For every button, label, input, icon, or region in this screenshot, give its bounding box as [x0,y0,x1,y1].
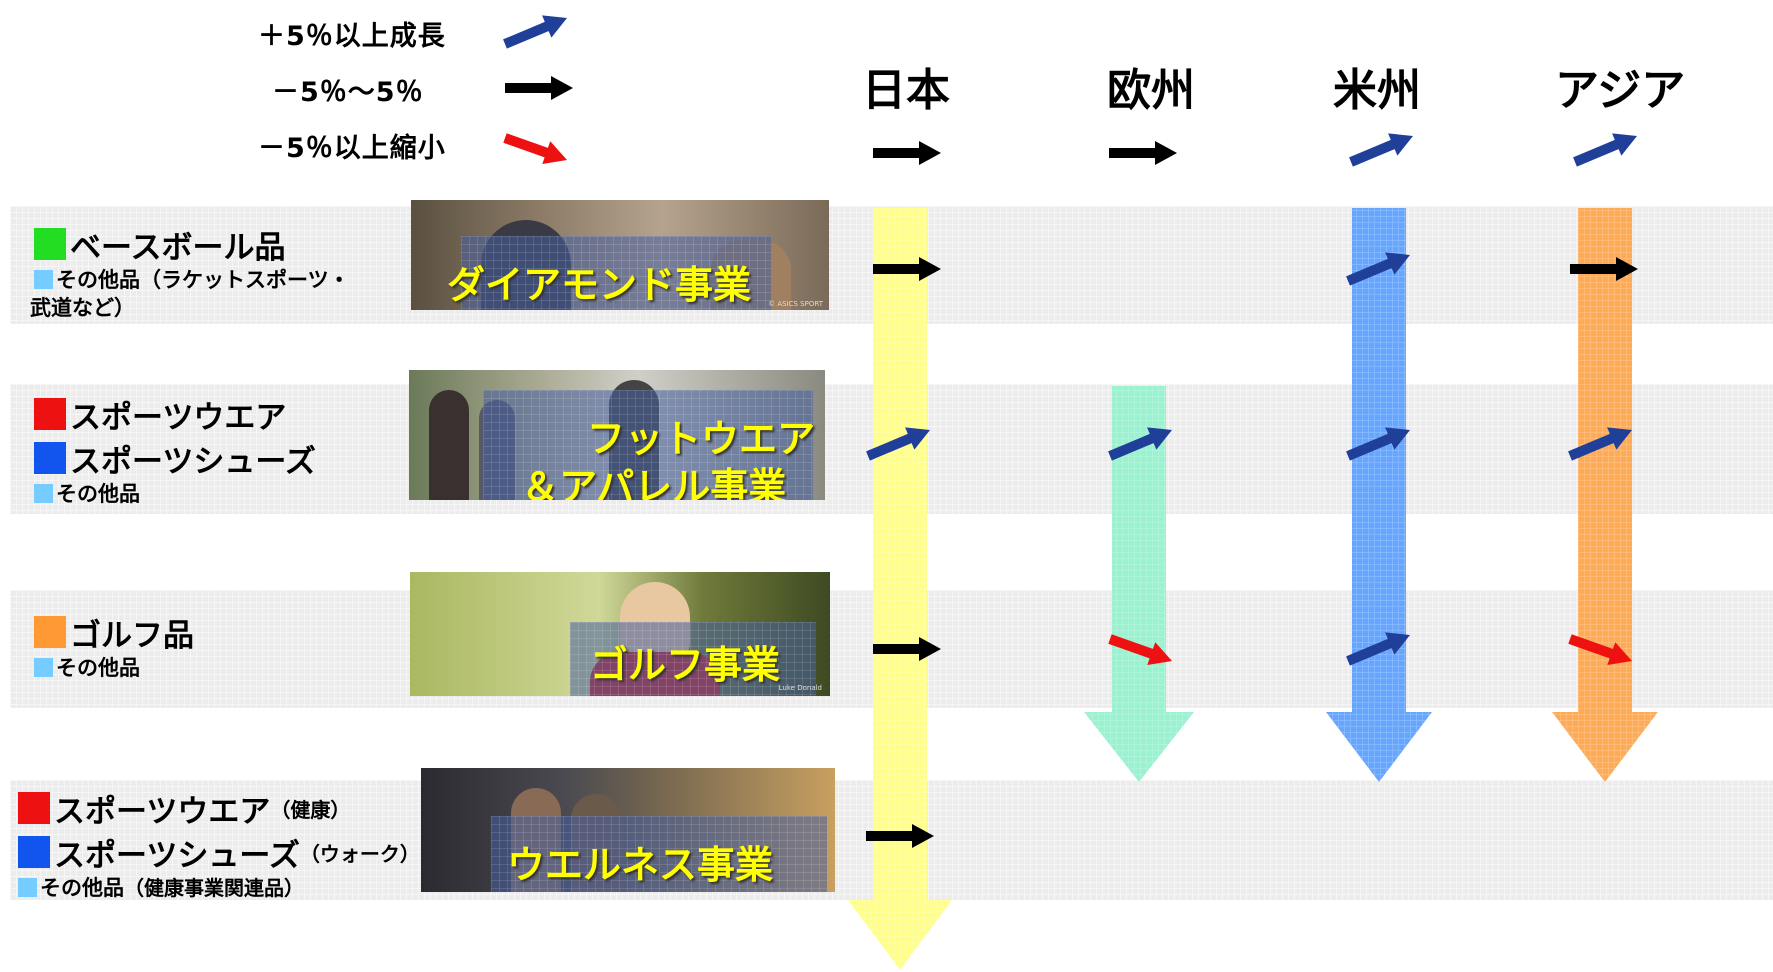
category-item-note: （ウォーク） [299,841,420,866]
trend-arrow-americas [1346,252,1410,286]
color-swatch [18,836,50,868]
region-header-americas: 米州 [1333,65,1421,116]
color-swatch [34,658,53,677]
business-label-diamond: ダイアモンド事業 [447,263,752,307]
category-item-other: その他品 [40,876,124,900]
region-trend-arrow-europe [1109,141,1177,165]
color-swatch [34,398,66,430]
category-diamond-cont: 武道など） [30,294,135,322]
trend-arrow-americas [1346,632,1410,666]
trend-arrow-americas [1346,427,1410,461]
category-footwear: スポーツウエア スポーツシューズ その他品 [34,392,316,508]
category-golf: ゴルフ品 その他品 [34,610,194,682]
trend-arrow-japan [873,637,941,661]
photo-figure [429,390,469,500]
category-item-note: （健康） [270,797,351,822]
trend-arrow-asia [1570,257,1638,281]
region-header-japan: 日本 [862,65,950,116]
region-arrow-japan [848,208,952,970]
photo-caption: Luke Donald [778,684,822,692]
category-item-sportswear: スポーツウエア [54,793,271,830]
legend-growth-label: ＋5％以上成長 [258,21,446,52]
trend-arrow-asia [1568,427,1632,461]
region-arrow-asia [1552,208,1658,782]
color-swatch [34,442,66,474]
category-item-sportsshoes: スポーツシューズ [70,443,316,480]
legend-decline-label: －5％以上縮小 [258,133,446,164]
category-item-sportswear: スポーツウエア [70,399,287,436]
photo-footwear: フットウエア ＆アパレル事業 [409,370,825,500]
business-label-footwear-line1: フットウエア [587,417,816,461]
photo-overlay [491,816,827,892]
category-item-other-cont: 武道など） [30,296,135,320]
region-header-europe: 欧州 [1107,65,1195,116]
color-swatch [18,878,37,897]
category-item-golf: ゴルフ品 [70,617,194,654]
photo-overlay [570,622,816,696]
region-header-asia: アジア [1555,65,1686,116]
color-swatch [34,484,53,503]
trend-arrow-japan [866,427,930,461]
category-wellness: スポーツウエア（健康） スポーツシューズ（ウォーク） その他品（健康事業関連品） [18,786,420,902]
color-swatch [34,270,53,289]
color-swatch [18,792,50,824]
region-arrow-americas [1326,208,1432,782]
trend-arrow-asia [1568,634,1632,665]
category-diamond: ベースボール品 その他品（ラケットスポーツ・ [34,222,350,294]
legend-arrow-growth [503,15,567,49]
photo-overlay [461,236,771,310]
business-label-footwear-line2: ＆アパレル事業 [521,465,787,500]
region-trend-arrow-americas [1349,133,1413,167]
category-item-other: その他品（ラケットスポーツ・ [56,268,350,292]
photo-golf: ゴルフ事業 Luke Donald [410,572,830,696]
region-trend-arrow-asia [1573,133,1637,167]
region-trend-arrow-japan [873,141,941,165]
color-swatch [34,616,66,648]
legend-flat-label: －5％～5％ [272,77,424,108]
trend-arrow-japan [873,257,941,281]
category-item-note: （健康事業関連品） [124,876,304,900]
photo-caption: © ASICS SPORT [768,300,823,308]
category-item-other: その他品 [56,656,140,680]
trend-arrow-europe [1108,634,1172,665]
trend-arrow-japan [866,824,934,848]
photo-overlay [483,390,813,500]
color-swatch [34,228,66,260]
category-item-other: その他品 [56,482,140,506]
trend-arrow-europe [1108,427,1172,461]
legend-arrow-decline [503,133,567,164]
photo-diamond: ダイアモンド事業 © ASICS SPORT [411,200,829,310]
business-label-golf: ゴルフ事業 [590,643,781,687]
legend-arrow-flat [505,76,573,100]
business-label-wellness: ウエルネス事業 [507,843,774,887]
region-arrow-europe [1084,386,1194,782]
category-item-sportsshoes: スポーツシューズ [54,837,300,874]
category-item-baseball: ベースボール品 [70,229,286,266]
photo-wellness: ウエルネス事業 [421,768,835,892]
